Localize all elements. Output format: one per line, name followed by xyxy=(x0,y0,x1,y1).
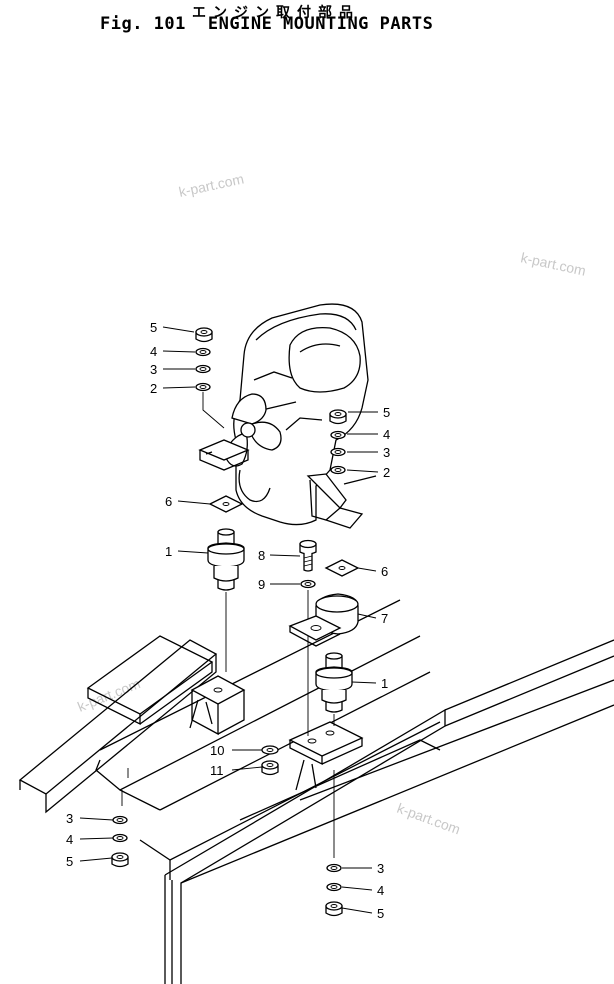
lower-right-hardware xyxy=(325,863,343,917)
callout-label: 3 xyxy=(383,445,390,460)
right-top-hardware xyxy=(329,409,347,475)
callout-label: 1 xyxy=(381,676,388,691)
callout-labels: 5 4 3 2 5 4 3 2 6 1 8 6 9 7 1 10 11 3 4 … xyxy=(66,320,390,921)
flat-washer xyxy=(195,382,211,392)
engine-assembly xyxy=(198,303,377,529)
callout-label: 10 xyxy=(210,743,224,758)
shim-plate-left xyxy=(208,495,244,513)
callout-label: 4 xyxy=(377,883,384,898)
callout-label: 6 xyxy=(381,564,388,579)
callout-label: 3 xyxy=(66,811,73,826)
callout-label: 5 xyxy=(66,854,73,869)
callout-label: 8 xyxy=(258,548,265,563)
callout-label: 4 xyxy=(150,344,157,359)
bolt xyxy=(299,539,317,572)
lower-left-hardware xyxy=(111,768,129,868)
callout-label: 7 xyxy=(381,611,388,626)
callout-label: 9 xyxy=(258,577,265,592)
watermark-text: k-part.com xyxy=(519,249,587,278)
callout-label: 2 xyxy=(383,465,390,480)
figure-number: Fig. 101 xyxy=(100,14,186,34)
nut xyxy=(261,760,279,776)
shim-plate-right xyxy=(324,559,360,577)
callout-label: 5 xyxy=(383,405,390,420)
flat-washer xyxy=(330,465,346,475)
left-frame-bracket xyxy=(189,675,246,736)
figure-title-text: ENGINE MOUNTING PARTS xyxy=(207,14,434,34)
callout-label: 5 xyxy=(377,906,384,921)
flat-washer xyxy=(330,447,346,457)
callout-label: 1 xyxy=(165,544,172,559)
right-frame-bracket xyxy=(288,721,364,791)
callout-label: 4 xyxy=(66,832,73,847)
callout-label: 3 xyxy=(377,861,384,876)
callout-label: 4 xyxy=(383,427,390,442)
nut xyxy=(195,327,213,343)
watermark-text: k-part.com xyxy=(395,800,463,838)
figure-title: Fig. 101 ENGINE MOUNTING PARTS xyxy=(100,14,433,34)
rubber-mount-left xyxy=(207,528,245,672)
callout-label: 3 xyxy=(150,362,157,377)
flat-washer xyxy=(300,579,316,736)
rubber-mount-right xyxy=(315,652,353,858)
flat-washer xyxy=(195,364,211,374)
callout-label: 11 xyxy=(210,763,224,778)
left-top-hardware xyxy=(195,327,225,429)
mount-bracket xyxy=(288,593,359,647)
nut xyxy=(329,409,347,425)
lock-washer xyxy=(330,430,346,440)
title-japanese: エンジン取付部品 xyxy=(192,5,360,21)
callout-label: 6 xyxy=(165,494,172,509)
lock-washer xyxy=(195,347,211,357)
leader-lines xyxy=(79,326,379,914)
flat-washer xyxy=(261,745,279,755)
callout-label: 5 xyxy=(150,320,157,335)
watermark-text: k-part.com xyxy=(177,171,245,200)
callout-label: 2 xyxy=(150,381,157,396)
frame-rails xyxy=(18,599,614,984)
